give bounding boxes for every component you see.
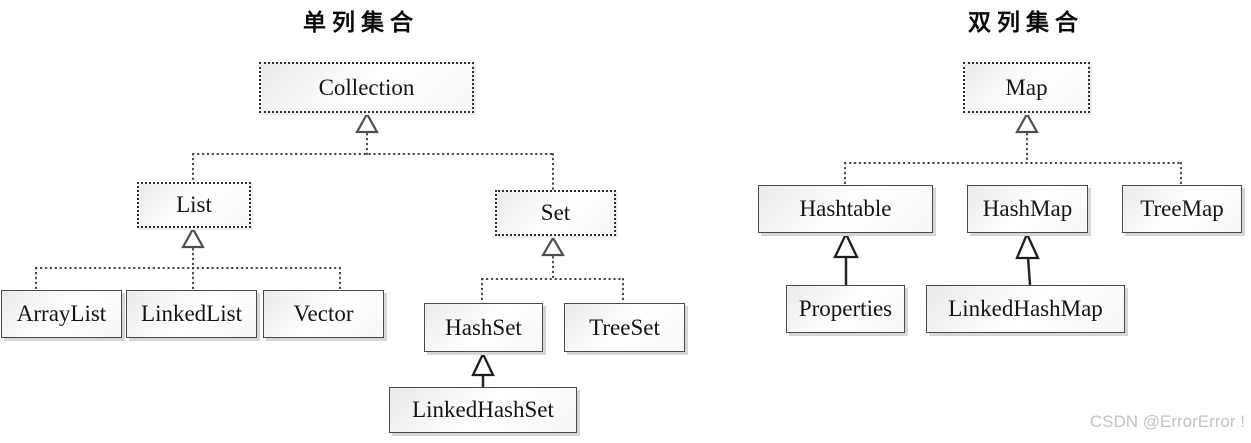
node-arraylist: ArrayList (1, 290, 122, 338)
edge-map-children (844, 111, 1182, 185)
node-hashmap: HashMap (967, 185, 1088, 233)
node-properties: Properties (786, 285, 905, 333)
node-list: List (137, 182, 251, 228)
node-vector: Vector (263, 290, 384, 338)
node-collection: Collection (259, 62, 474, 113)
edge-linkedhashmap-hashmap (1015, 231, 1040, 286)
generalization-triangle-set (541, 235, 565, 257)
node-hashtable: Hashtable (758, 185, 933, 233)
edge-collection-children (192, 111, 554, 190)
node-linkedlist: LinkedList (126, 290, 257, 338)
solid-triangle-hashset (471, 351, 495, 377)
solid-triangle-hashtable (833, 231, 859, 259)
solid-triangle-hashmap (1015, 231, 1040, 260)
edge-set-children (481, 235, 624, 303)
node-treeset: TreeSet (564, 303, 685, 352)
node-hashset: HashSet (424, 303, 543, 352)
generalization-triangle-map (1015, 111, 1039, 134)
generalization-triangle-collection (355, 111, 379, 134)
node-treemap: TreeMap (1122, 185, 1242, 233)
edge-properties-hashtable (833, 231, 859, 285)
csdn-watermark: CSDN @ErrorError ! (1089, 412, 1245, 431)
edge-list-children (35, 226, 341, 290)
node-linkedhashmap: LinkedHashMap (926, 285, 1125, 333)
node-linkedhashset: LinkedHashSet (389, 387, 577, 433)
node-map: Map (963, 62, 1090, 113)
node-set: Set (495, 190, 616, 236)
generalization-triangle-list (181, 226, 205, 249)
edge-linkedhashset-hashset (471, 351, 495, 387)
right-diagram-title: 双列集合 (968, 10, 1084, 35)
left-diagram-title: 单列集合 (303, 10, 419, 35)
solid-arrow-line-linkedhashmap (1026, 256, 1032, 286)
